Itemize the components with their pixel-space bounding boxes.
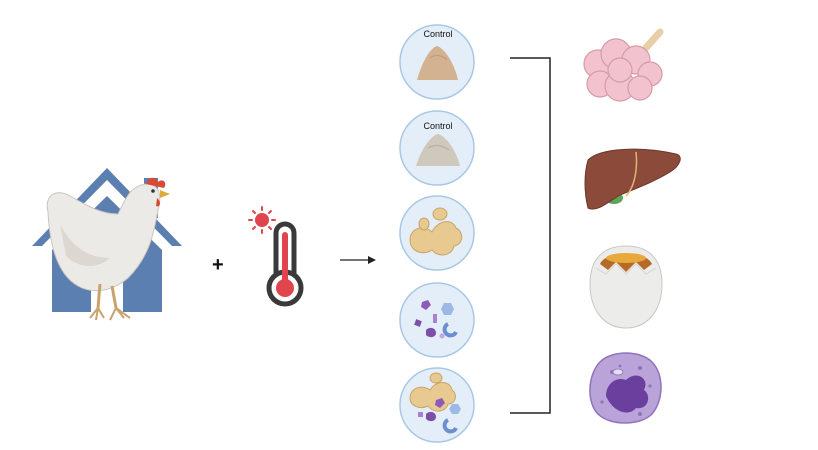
dish-label-1: Control <box>423 29 453 39</box>
treatment-dish-5 <box>399 367 475 443</box>
treatment-dish-4 <box>399 282 475 358</box>
sun-icon <box>248 206 276 234</box>
egg-icon <box>589 245 663 329</box>
dish-label-2: Control <box>423 121 453 131</box>
bracket <box>510 57 551 414</box>
immune-cell-icon <box>589 352 662 424</box>
arrow <box>340 256 376 264</box>
feed-pile-grey-icon <box>416 134 460 166</box>
ginger-and-probiotic-icon <box>409 372 461 434</box>
pancreas-icon <box>583 28 664 102</box>
chicken-icon <box>46 177 170 321</box>
feed-pile-tan-icon <box>417 46 458 80</box>
plus-sign: + <box>212 254 224 276</box>
thermometer-icon <box>266 221 304 307</box>
treatment-dish-2 <box>399 110 475 186</box>
treatment-dish-1 <box>399 24 475 100</box>
liver-icon <box>584 148 681 210</box>
probiotic-particles-icon <box>414 300 458 339</box>
ginger-icon <box>409 207 463 256</box>
treatment-dish-3 <box>399 195 475 271</box>
